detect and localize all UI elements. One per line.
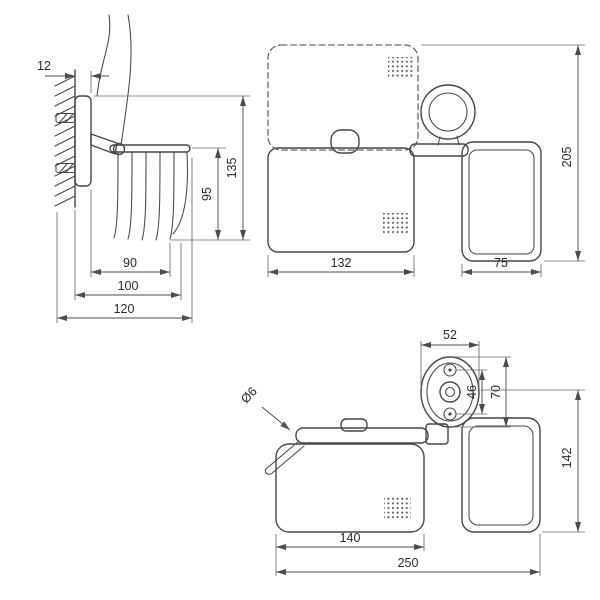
- basket-wires: [113, 151, 188, 241]
- center-boss-inner: [444, 386, 456, 398]
- dimension-label: 46: [465, 385, 479, 399]
- side-view: 12 95 135 90 100 120: [37, 14, 250, 323]
- top-dim-flange-depth: 70: [452, 356, 511, 428]
- arm-pivot: [112, 142, 126, 156]
- dimension-label: 52: [443, 328, 457, 342]
- dimension-label: 140: [340, 531, 361, 545]
- screw-anchor-top: [55, 112, 76, 124]
- front-dim-total-height: 205: [421, 44, 585, 262]
- dimension-label: 100: [118, 279, 139, 293]
- lid-open-outline: [267, 44, 419, 151]
- top-dim-hole-spacing: 46: [456, 369, 487, 415]
- dimension-label: Ø6: [238, 384, 260, 406]
- support-arm: [90, 133, 118, 155]
- spray-basket-plan-outer: [461, 417, 541, 533]
- wall-flange-inner: [426, 362, 474, 422]
- wall-mount-ring-inner: [428, 92, 468, 132]
- front-view: 132 75 205: [267, 44, 585, 277]
- extension-lines: [452, 356, 511, 428]
- screw-hole-top-center: [448, 368, 452, 372]
- screw-body: [55, 112, 76, 124]
- extension-lines: [74, 210, 182, 300]
- spray-basket-plan-inner: [468, 425, 534, 526]
- top-view: Ø6 52 46 70 142 140: [238, 328, 585, 576]
- lid-latch-knob: [330, 129, 360, 154]
- body-perforation-dots: [383, 213, 410, 235]
- screw-anchor-bottom: [55, 162, 76, 174]
- dimension-label: 142: [560, 448, 574, 469]
- connecting-bar: [409, 143, 469, 157]
- screw-body: [55, 162, 76, 174]
- wall-mount-ring-outer: [420, 84, 476, 140]
- side-dim-total-height: 135: [94, 95, 250, 240]
- mount-bracket: [425, 423, 449, 445]
- side-dim-basket-height: 95: [170, 147, 250, 241]
- dimension-label: 135: [225, 158, 239, 179]
- mount-neck-lines: [437, 135, 460, 146]
- tube-latch-tab: [340, 418, 368, 432]
- top-dim-total-depth: 142: [481, 389, 585, 533]
- screw-hole-bottom-center: [448, 412, 452, 416]
- break-curve-right: [120, 14, 132, 146]
- rod-diameter-callout: Ø6: [238, 384, 291, 431]
- holder-body-plan: [275, 443, 425, 533]
- dimension-label: 12: [37, 59, 51, 73]
- break-curve-left: [96, 14, 111, 97]
- screw-thread-lines: [59, 113, 74, 123]
- dimension-label: 90: [123, 256, 137, 270]
- lid-hinge-tube: [295, 427, 429, 444]
- extension-lines: [56, 158, 193, 323]
- wall-hatching: [54, 75, 76, 207]
- extension-lines: [90, 190, 171, 277]
- side-dim-plate-thickness: 12: [37, 59, 109, 93]
- dimension-label: 205: [560, 147, 574, 168]
- dimension-label: 132: [331, 256, 352, 270]
- holder-body: [267, 147, 415, 253]
- dimension-label: 120: [114, 302, 135, 316]
- spray-basket-inner: [468, 149, 535, 255]
- dimension-label: 75: [494, 256, 508, 270]
- wall-plate: [74, 95, 92, 187]
- spray-basket-outer: [461, 141, 542, 262]
- basket-rail: [109, 144, 191, 153]
- lid-perforation-dots: [388, 57, 415, 79]
- dimension-label: 250: [398, 556, 419, 570]
- side-dim-depth-mid: 100: [74, 210, 182, 300]
- hinge-rod: [264, 440, 305, 475]
- front-dim-basket-width: 75: [461, 256, 542, 277]
- leader-line: [261, 406, 291, 431]
- top-dim-total-width: 250: [276, 534, 541, 576]
- screw-thread-lines: [59, 163, 74, 173]
- side-dim-depth-inner: 90: [90, 190, 171, 277]
- side-dim-depth-outer: 120: [56, 158, 193, 323]
- dimension-label: 70: [489, 385, 503, 399]
- dimension-label: 95: [200, 187, 214, 201]
- body-perforation-dots-plan: [384, 496, 411, 518]
- center-boss-outer: [439, 381, 461, 403]
- front-dim-holder-width: 132: [267, 255, 415, 277]
